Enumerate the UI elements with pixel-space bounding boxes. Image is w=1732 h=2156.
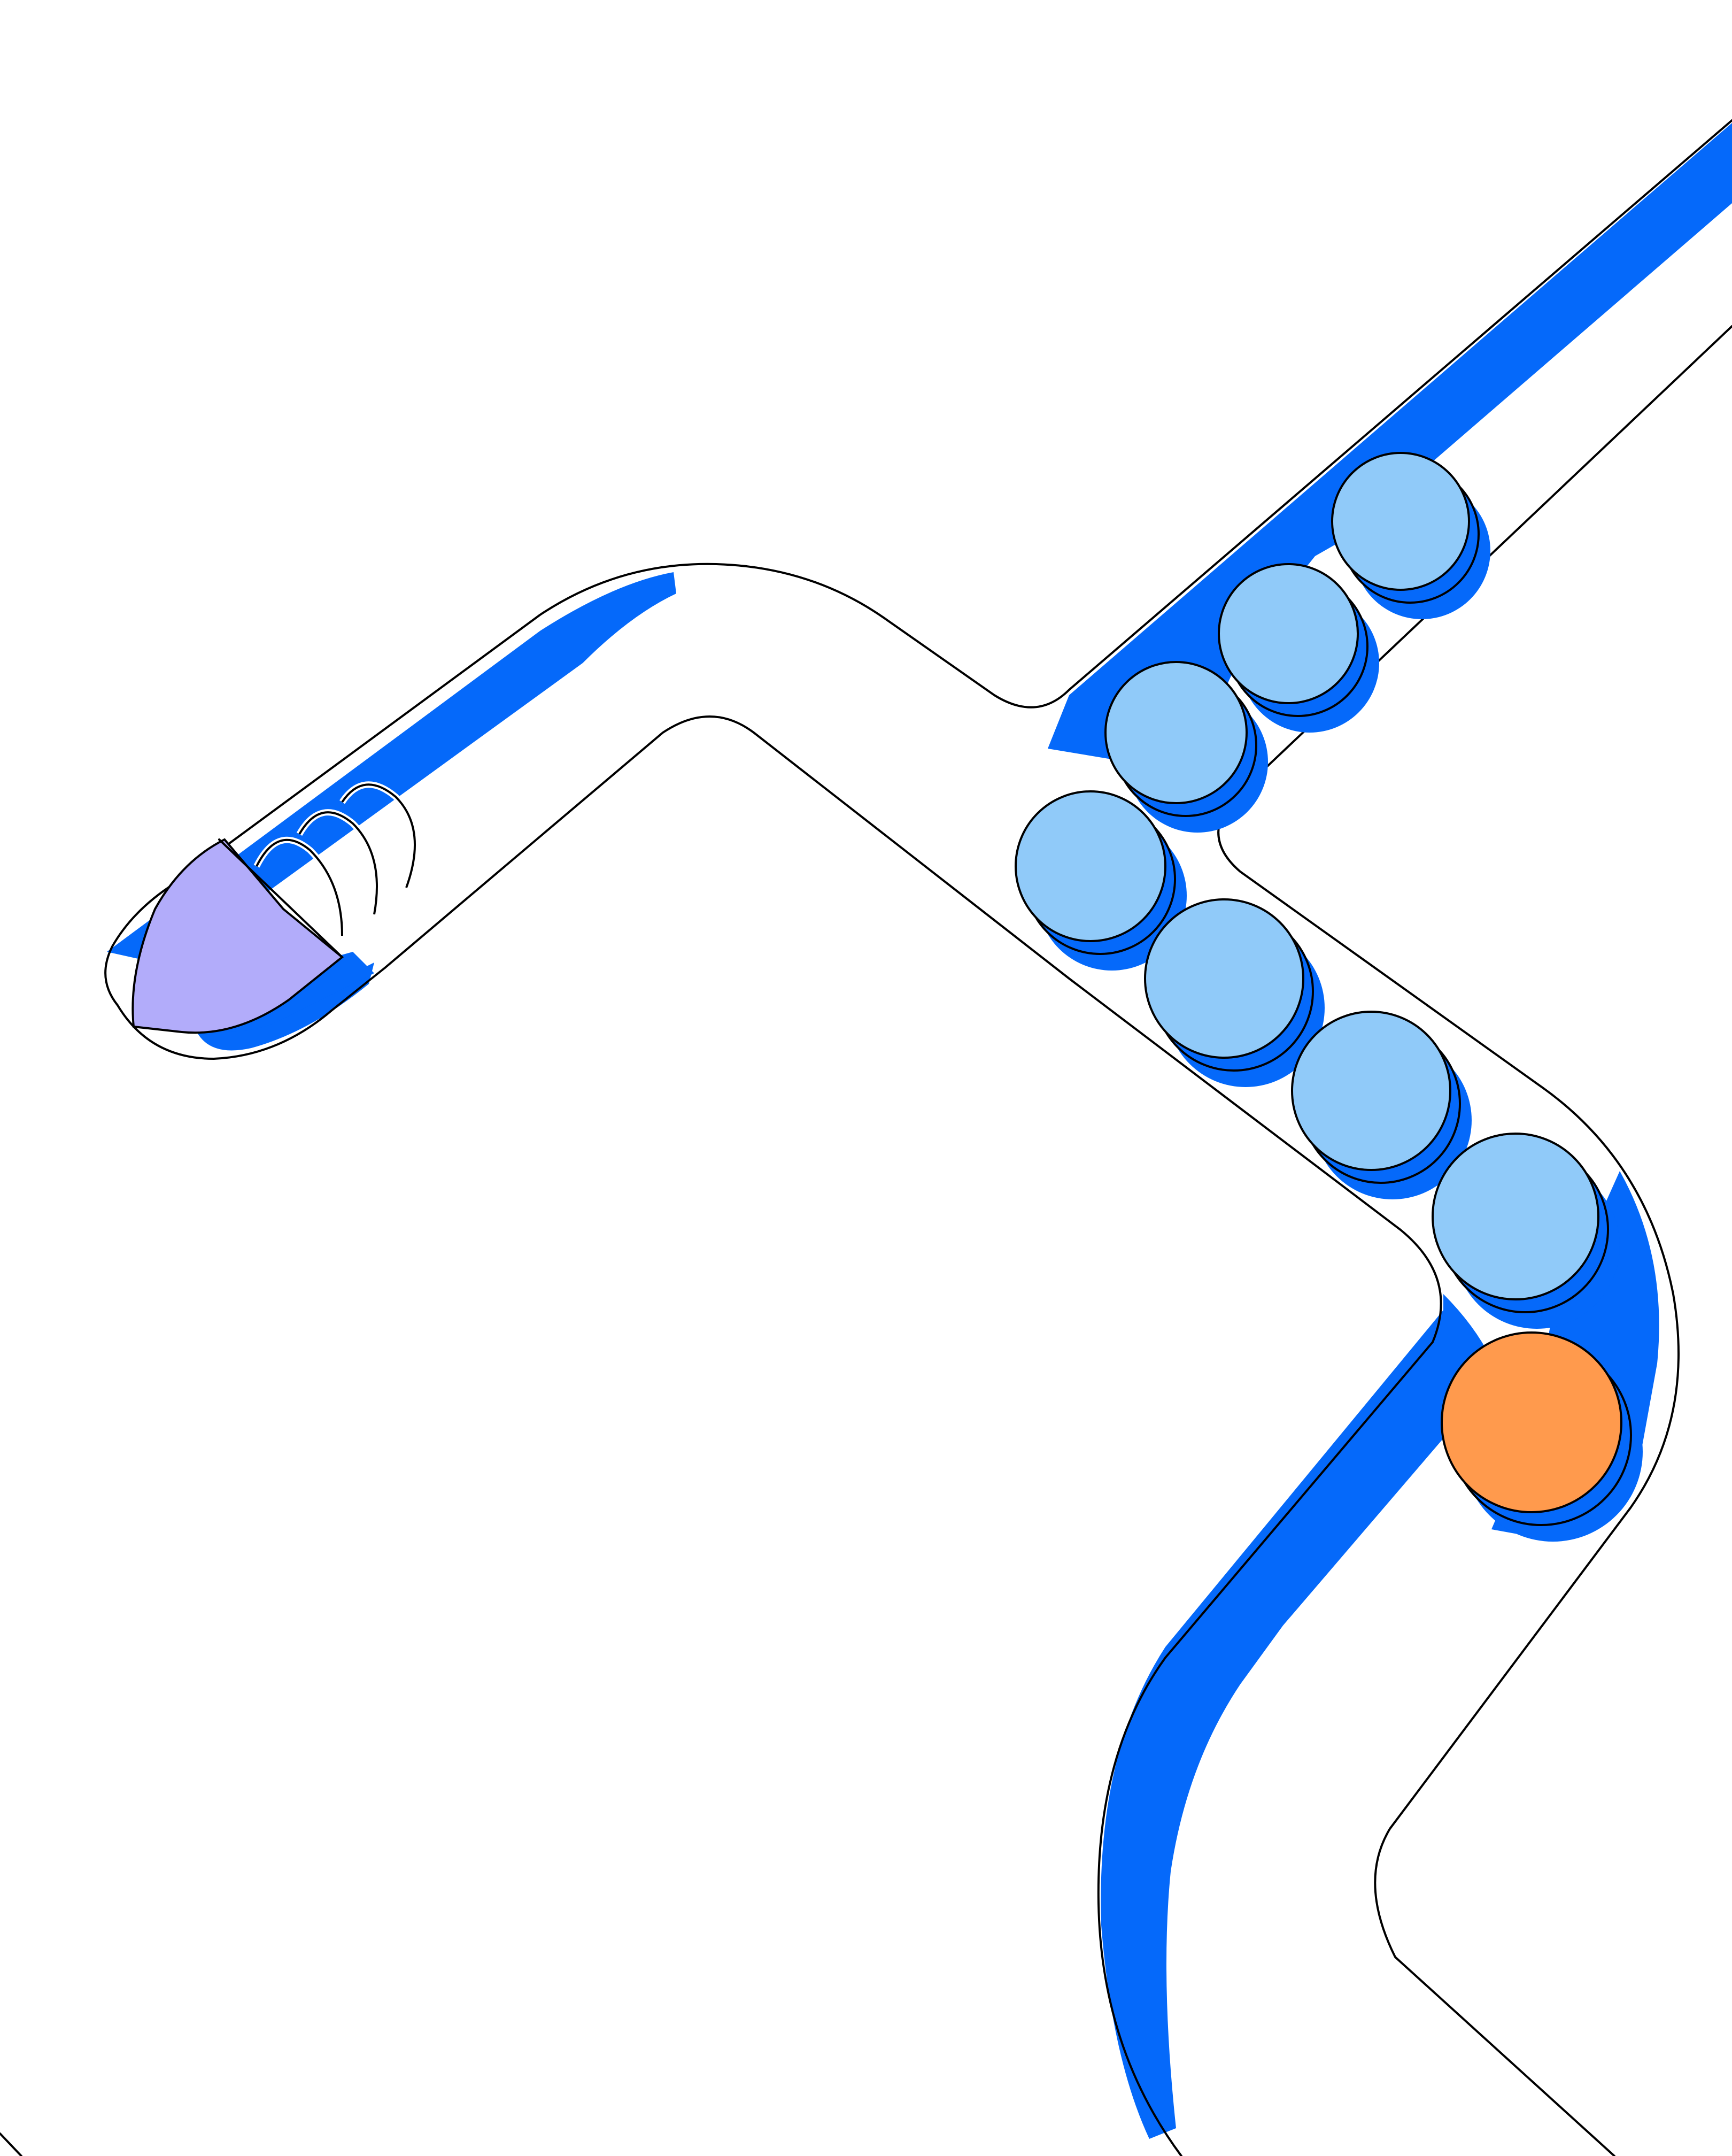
ball-face	[1104, 661, 1248, 804]
track-right-arm-edge	[1217, 325, 1732, 2156]
orange-ball	[1441, 1331, 1643, 1542]
ball-face	[1331, 452, 1470, 591]
plunger[interactable]	[132, 781, 418, 1034]
ball-face	[1441, 1331, 1622, 1513]
ball-face	[1144, 898, 1304, 1059]
track-plunger-edge	[117, 967, 386, 1060]
ball-face	[1218, 563, 1359, 704]
left-arm-shadow	[107, 572, 676, 962]
blue-ball	[1104, 661, 1268, 833]
track-shadows	[107, 123, 1732, 2139]
blue-ball	[1144, 898, 1325, 1087]
track	[0, 119, 1732, 2156]
blue-ball	[1291, 1011, 1472, 1199]
blue-ball	[1218, 563, 1379, 733]
blue-ball	[1015, 790, 1187, 971]
balls	[1015, 452, 1643, 1542]
ball-face	[1291, 1011, 1451, 1171]
blue-ball	[1432, 1133, 1620, 1329]
track-inner-block-edge	[384, 715, 1442, 2156]
track-outer-edge-top	[104, 119, 1732, 1006]
blue-ball	[1331, 452, 1490, 619]
ball-face	[1432, 1133, 1599, 1300]
ball-face	[1015, 790, 1166, 942]
plunger-head-edge	[218, 838, 343, 958]
right-chute-shadow	[1048, 123, 1732, 775]
track-corner-edge	[0, 2132, 22, 2156]
spring-icon	[253, 781, 418, 936]
plunger-head	[132, 838, 344, 1034]
